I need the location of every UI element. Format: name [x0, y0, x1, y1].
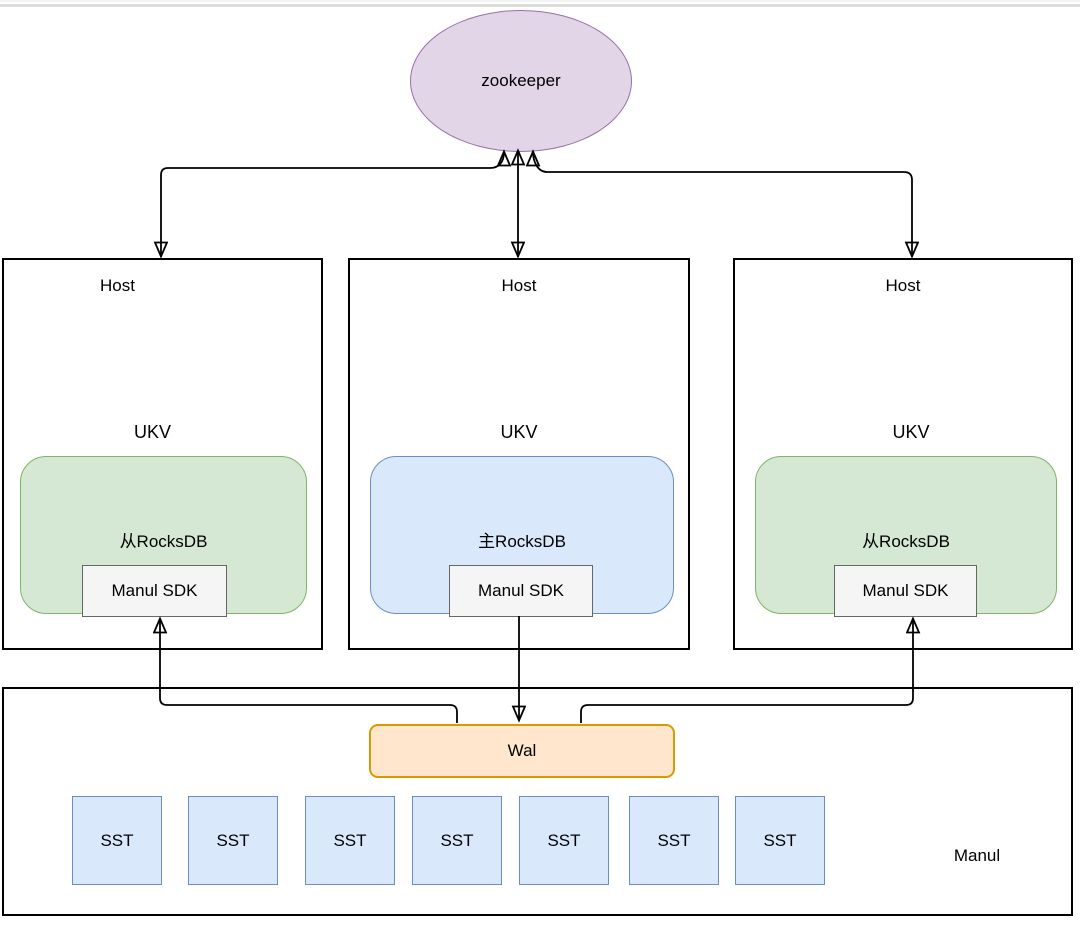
ukv-label: UKV [133, 422, 171, 442]
sst-box: SST [735, 796, 825, 885]
sst-box: SST [519, 796, 609, 885]
sst-box: SST [188, 796, 278, 885]
host-box-3: Host UKV 从RocksDB Manul SDK [733, 258, 1073, 650]
ukv-label: UKV [892, 422, 930, 442]
manul-label: Manul [953, 846, 1001, 865]
sst-box: SST [305, 796, 395, 885]
host-label: Host [885, 276, 921, 295]
ukv-label: UKV [500, 422, 538, 442]
arrow-zookeeper-host1 [161, 152, 504, 256]
page-top-divider-shadow [0, 4, 1080, 7]
sst-box: SST [629, 796, 719, 885]
zookeeper-label: zookeeper [481, 71, 561, 90]
host-label: Host [501, 276, 537, 295]
page-top-divider [0, 0, 1080, 2]
arrow-zookeeper-host3 [533, 152, 912, 256]
manul-sdk-box-1: Manul SDK [82, 565, 227, 617]
zookeeper-node: zookeeper [410, 10, 632, 152]
wal-label: Wal [507, 741, 537, 760]
host-box-1: Host UKV 从RocksDB Manul SDK [2, 258, 323, 650]
manul-sdk-box-3: Manul SDK [834, 565, 977, 617]
host-label: Host [100, 276, 135, 295]
sst-box: SST [72, 796, 162, 885]
manul-sdk-box-2: Manul SDK [449, 565, 593, 617]
rocksdb-label: 从RocksDB [862, 532, 950, 551]
host-box-2: Host UKV 主RocksDB Manul SDK [348, 258, 690, 650]
manul-storage-box: Wal SST SST SST SST SST SST SST Manul [2, 687, 1073, 916]
rocksdb-label: 从RocksDB [119, 532, 208, 551]
sst-box: SST [412, 796, 502, 885]
wal-node: Wal [369, 724, 675, 778]
rocksdb-label: 主RocksDB [478, 532, 566, 551]
